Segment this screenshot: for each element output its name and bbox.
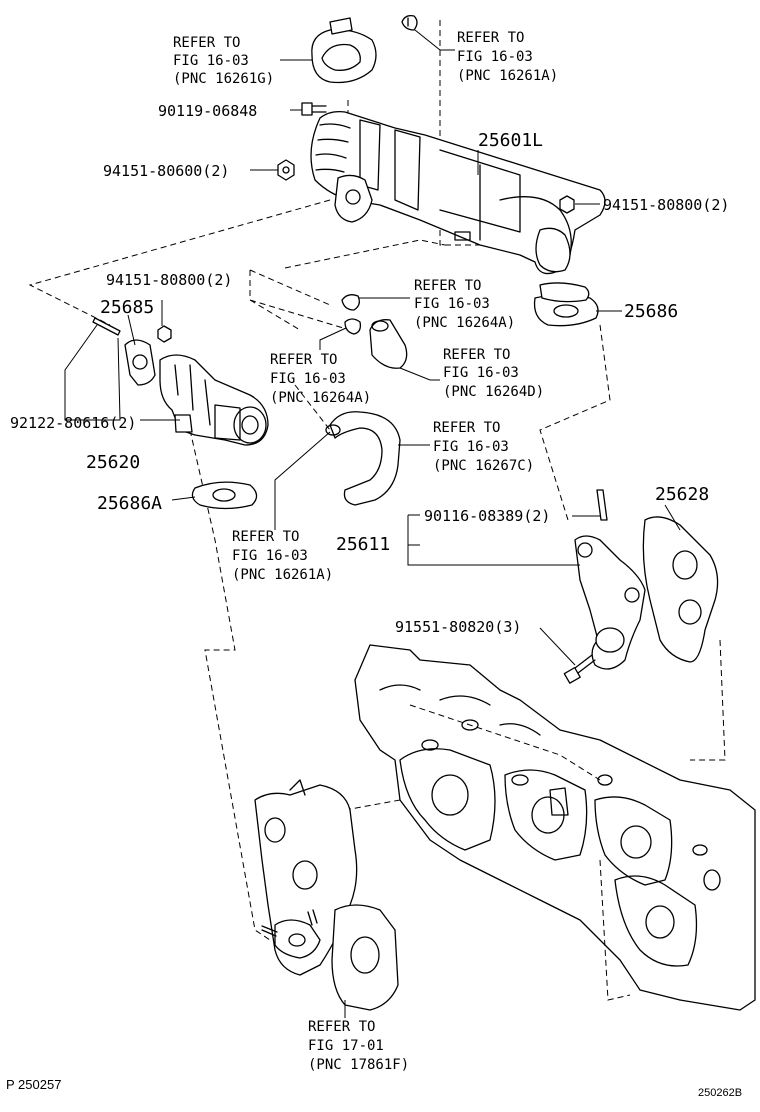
bolt-91551-part xyxy=(563,654,596,684)
svg-text:FIG 16-03: FIG 16-03 xyxy=(414,296,490,312)
part-25628-label: 25628 xyxy=(655,484,709,505)
bolt-90119-part xyxy=(301,102,327,116)
nut-94151-80800-left-part xyxy=(157,325,172,343)
ref-16264a-right-label: REFER TO FIG 16-03 (PNC 16264A) xyxy=(414,278,515,331)
svg-text:REFER TO: REFER TO xyxy=(270,352,337,368)
part-25685-label: 25685 xyxy=(100,297,154,318)
leader-lines xyxy=(64,29,681,1018)
ref-17861f-label: REFER TO FIG 17-01 (PNC 17861F) xyxy=(308,1019,409,1073)
svg-text:(PNC 16264A): (PNC 16264A) xyxy=(270,390,371,406)
svg-text:(PNC 16261A): (PNC 16261A) xyxy=(232,567,333,583)
part-25686a-label: 25686A xyxy=(97,493,162,514)
svg-text:(PNC 16264D): (PNC 16264D) xyxy=(443,384,544,400)
part-25601l-label: 25601L xyxy=(478,130,543,151)
svg-text:(PNC 16261A): (PNC 16261A) xyxy=(457,68,558,84)
svg-text:FIG 16-03: FIG 16-03 xyxy=(173,53,249,69)
egr-valve-25620-part xyxy=(159,354,269,446)
svg-text:FIG 16-03: FIG 16-03 xyxy=(433,439,509,455)
svg-text:(PNC 17861F): (PNC 17861F) xyxy=(308,1057,409,1073)
svg-text:(PNC 16264A): (PNC 16264A) xyxy=(414,315,515,331)
nut-94151-80800-right-part xyxy=(559,195,575,214)
svg-text:FIG 16-03: FIG 16-03 xyxy=(232,548,308,564)
hose-16264d-part xyxy=(369,319,408,369)
ref-16267c-label: REFER TO FIG 16-03 (PNC 16267C) xyxy=(433,420,534,474)
part-25620-label: 25620 xyxy=(86,452,140,473)
cylinder-head-part xyxy=(354,644,756,1011)
ref-16264d-label: REFER TO FIG 16-03 (PNC 16264D) xyxy=(443,347,544,400)
nut-94151-80600-part xyxy=(277,159,295,181)
part-92122-80616-label: 92122-80616(2) xyxy=(10,414,136,432)
part-90119-06848-label: 90119-06848 xyxy=(158,102,257,120)
part-94151-80800-left-label: 94151-80800(2) xyxy=(106,271,232,289)
part-94151-80600-label: 94151-80600(2) xyxy=(103,162,229,180)
ref-16264a-left-label: REFER TO FIG 16-03 (PNC 16264A) xyxy=(270,352,371,406)
stud-92122-part xyxy=(92,317,121,336)
svg-text:(PNC 16261G): (PNC 16261G) xyxy=(173,71,274,87)
clamp-16264a-right-part xyxy=(341,294,360,311)
svg-text:FIG 17-01: FIG 17-01 xyxy=(308,1038,384,1054)
page-code-left: P 250257 xyxy=(6,1077,61,1092)
egr-pipe-25611-part xyxy=(574,535,646,670)
lower-manifold-part xyxy=(254,779,399,1011)
svg-text:FIG 16-03: FIG 16-03 xyxy=(270,371,346,387)
svg-text:REFER TO: REFER TO xyxy=(443,347,510,363)
svg-text:REFER TO: REFER TO xyxy=(433,420,500,436)
svg-text:FIG 16-03: FIG 16-03 xyxy=(443,365,519,381)
svg-text:REFER TO: REFER TO xyxy=(414,278,481,294)
ref-16261a-top-label: REFER TO FIG 16-03 (PNC 16261A) xyxy=(457,30,558,84)
hose-16261g-part xyxy=(311,17,377,84)
svg-text:FIG 16-03: FIG 16-03 xyxy=(457,49,533,65)
page-code-right: 250262B xyxy=(698,1087,742,1099)
gasket-25628-part xyxy=(642,516,719,663)
stud-90116-part xyxy=(596,489,608,521)
part-94151-80800-right-label: 94151-80800(2) xyxy=(603,196,729,214)
clamp-16264a-left-part xyxy=(344,318,362,335)
gasket-25685-part xyxy=(124,339,156,386)
clamp-16261a-top-part xyxy=(401,14,418,31)
gasket-25686-part xyxy=(533,282,599,327)
svg-text:REFER TO: REFER TO xyxy=(232,529,299,545)
hose-16267c-part xyxy=(325,411,401,506)
svg-text:REFER TO: REFER TO xyxy=(308,1019,375,1035)
egr-cooler-25601l-part xyxy=(310,110,606,275)
part-91551-80820-label: 91551-80820(3) xyxy=(395,618,521,636)
svg-text:REFER TO: REFER TO xyxy=(173,35,240,51)
svg-text:(PNC 16267C): (PNC 16267C) xyxy=(433,458,534,474)
part-25686-label: 25686 xyxy=(624,301,678,322)
svg-text:REFER TO: REFER TO xyxy=(457,30,524,46)
part-25611-label: 25611 xyxy=(336,534,390,555)
ref-16261a-low-label: REFER TO FIG 16-03 (PNC 16261A) xyxy=(232,529,333,583)
gasket-25686a-part xyxy=(191,481,258,510)
part-90116-08389-label: 90116-08389(2) xyxy=(424,507,550,525)
ref-16261g-label: REFER TO FIG 16-03 (PNC 16261G) xyxy=(173,35,274,87)
